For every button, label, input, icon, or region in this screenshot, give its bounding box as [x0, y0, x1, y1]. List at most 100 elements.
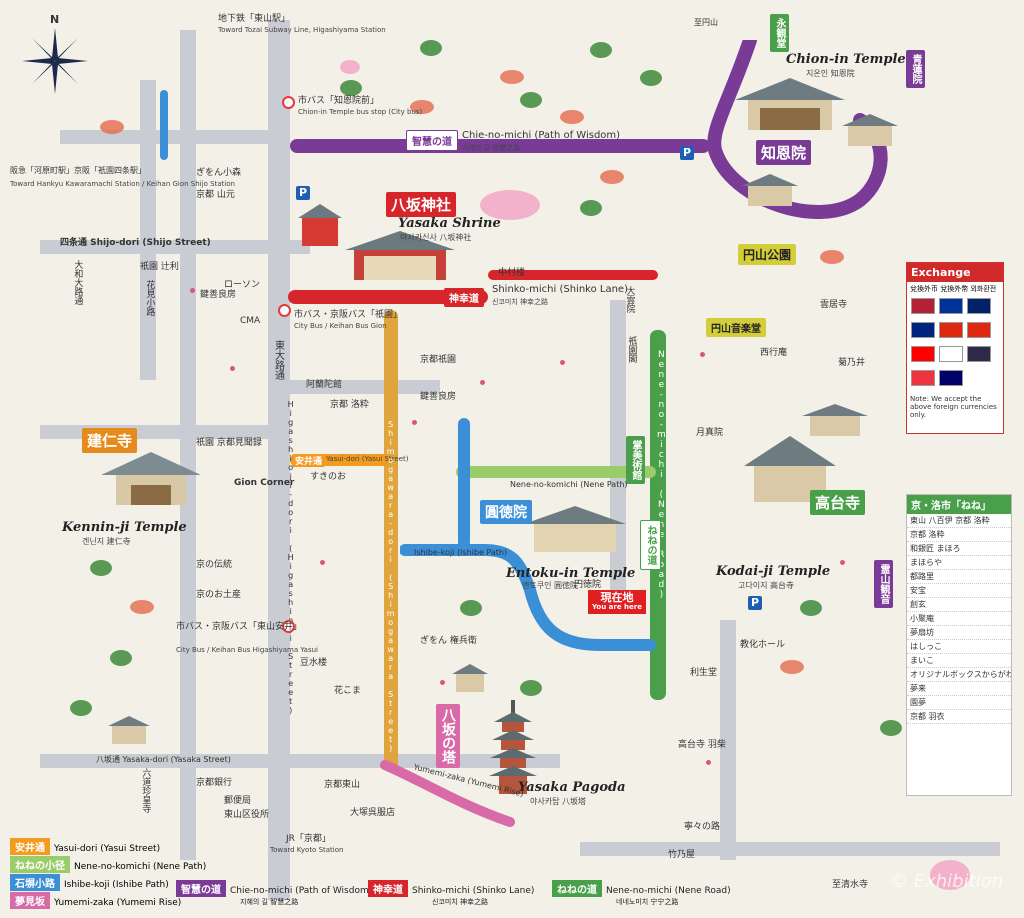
flag-icon — [967, 322, 991, 338]
legend-label: Yasui-dori (Yasui Street) — [54, 844, 161, 854]
kodai-ji-title: Kodai-ji Temple — [716, 564, 831, 579]
shop-directory-item: オリジナルボックスからがわ — [907, 668, 1011, 682]
yasaka-shrine-badge: 八坂神社 — [386, 192, 457, 217]
tree-icon — [420, 40, 442, 56]
autumn-tree-icon — [100, 120, 124, 134]
to-maruyama-label: 至円山 — [694, 18, 718, 27]
kennin-ji-title: Kennin-ji Temple — [62, 520, 187, 535]
chion-in-subtitle: 지온인 知恩院 — [806, 69, 855, 78]
road-kiyomizu — [580, 842, 1000, 856]
shop-dot-icon — [560, 360, 565, 365]
seiryu-badge: 青蓮院 — [906, 50, 925, 88]
road-ninenzaka — [720, 620, 736, 860]
entoku-in-building-icon — [524, 506, 626, 552]
bus-stop-icon — [282, 96, 295, 109]
maruyama-ongakudo-badge: 円山音楽堂 — [706, 318, 766, 337]
yasaka-shrine-title: Yasaka Shrine — [398, 216, 501, 231]
tree-icon — [590, 42, 612, 58]
autumn-tree-icon — [410, 100, 434, 114]
legend-swatch: 智慧の道 — [176, 880, 226, 897]
nene-no-michi-en: Nene-no-michi (Nene Road) — [656, 350, 667, 600]
shop-label: ローソン — [224, 280, 261, 290]
tree-icon — [110, 650, 132, 666]
higashiyama-station-label: 地下鉄「東山駅」 — [218, 14, 291, 24]
tree-icon — [70, 700, 92, 716]
shop-dot-icon — [440, 680, 445, 685]
legend-sublabel: 네네노미치 宁宁之路 — [616, 898, 679, 906]
to-kiyomizu-label: 至清水寺 — [832, 880, 869, 890]
hankyu-station-label: 阪急「河原町駅」京阪「祇園四条駅」 — [10, 166, 146, 175]
shinko-michi-label: 神幸道 — [444, 288, 484, 307]
street-yumemi-zaka — [380, 760, 515, 827]
gion-corner-label: Gion Corner — [234, 478, 295, 488]
flag-icon — [967, 298, 991, 314]
shop-dot-icon — [706, 760, 711, 765]
bus-stop-icon — [282, 620, 295, 633]
shop-label: 六道珍皇寺 — [140, 768, 151, 813]
gion-bus-label: 市バス・京阪バス「祇園」 — [294, 310, 403, 320]
daiunin-label: 大雲院 — [624, 286, 635, 313]
shop-label: 竹乃屋 — [668, 850, 696, 860]
shop-label: 高台寺 羽柴 — [678, 740, 726, 750]
higashiyama-station-en: Toward Tozai Subway Line, Higashiyama St… — [218, 26, 386, 34]
tree-icon — [340, 80, 362, 96]
exchange-title: Exchange — [907, 263, 1003, 282]
shop-directory-item: 園夢 — [907, 696, 1011, 710]
cherry-blossom-icon — [480, 190, 540, 220]
road-gion-east — [40, 425, 270, 439]
hankyu-station-en: Toward Hankyu Kawaramachi Station / Keih… — [10, 180, 235, 188]
legend-swatch: 夢見坂 — [10, 892, 50, 909]
flag-icon — [911, 322, 935, 338]
kodai-ji-subtitle: 고다이지 高台寺 — [738, 581, 794, 590]
eikando-badge: 永観堂 — [770, 14, 789, 52]
yasui-dori-en: Yasui-dori (Yasui Street) — [326, 455, 409, 463]
nene-no-michi-label: ねねの道 — [640, 520, 661, 570]
shop-label: 利生堂 — [690, 668, 718, 678]
road-shijo — [40, 240, 310, 254]
yasui-bus-label: 市バス・京阪バス「東山安井」 — [176, 622, 303, 632]
temple-building-icon — [452, 664, 488, 692]
shop-directory-item: まいこ — [907, 654, 1011, 668]
north-label: N — [50, 13, 60, 26]
chion-in-badge: 知恩院 — [756, 140, 812, 165]
watermark: © Exhibition — [890, 871, 1004, 892]
yasaka-shrine-building-icon — [345, 231, 455, 280]
shop-label: 円徳院 — [574, 580, 602, 590]
yasui-dori-label: 安井通 — [292, 454, 326, 467]
shop-label: 京都 洛粋 — [330, 400, 369, 410]
shinko-michi-ko: 신코미치 神幸之路 — [492, 298, 548, 306]
maruyama-park-badge: 円山公園 — [738, 244, 797, 265]
tree-icon — [460, 600, 482, 616]
autumn-tree-icon — [820, 250, 844, 264]
shop-directory-item: 東山 八百伊 京都 洛粋 — [907, 514, 1011, 528]
flag-icon — [939, 298, 963, 314]
shop-label: 祇園 京都見聞録 — [196, 438, 262, 448]
shop-label: ぎをん小森 — [196, 168, 242, 178]
shop-dot-icon — [190, 288, 195, 293]
parking-icon: P — [680, 146, 694, 160]
shop-directory-item: 京都 洛粋 — [907, 528, 1011, 542]
legend-swatch: ねねの小径 — [10, 856, 70, 873]
exchange-panel: Exchange 兌換外币 兌換外幣 외화환전 Note: We accept … — [906, 262, 1004, 434]
shop-label: 京都銀行 — [196, 778, 233, 788]
shop-label: 雲居寺 — [820, 300, 848, 310]
flag-icon — [911, 346, 935, 362]
entoku-in-badge: 圓徳院 — [480, 500, 532, 524]
legend-label: Shinko-michi (Shinko Lane) — [412, 886, 535, 896]
shop-dot-icon — [320, 560, 325, 565]
yasaka-pagoda-subtitle: 야사카탑 八坂塔 — [530, 797, 586, 806]
shop-label: 教化ホール — [740, 640, 786, 650]
shop-label: すきのお — [310, 472, 347, 482]
autumn-tree-icon — [560, 110, 584, 124]
temple-building-icon — [108, 716, 150, 744]
shimogawara-en: Shimogawara-dori (Shimogawara Street) — [386, 420, 396, 753]
gion-kaku-label: 祇園閣 — [626, 336, 637, 363]
tree-icon — [580, 200, 602, 216]
kyoto-station-label: JR「京都」 — [286, 834, 331, 844]
shop-label: 京都東山 — [324, 780, 361, 790]
temple-building-icon — [842, 114, 898, 146]
shop-label: 鍵善良房 — [200, 290, 237, 300]
kennin-ji-badge: 建仁寺 — [82, 428, 138, 453]
